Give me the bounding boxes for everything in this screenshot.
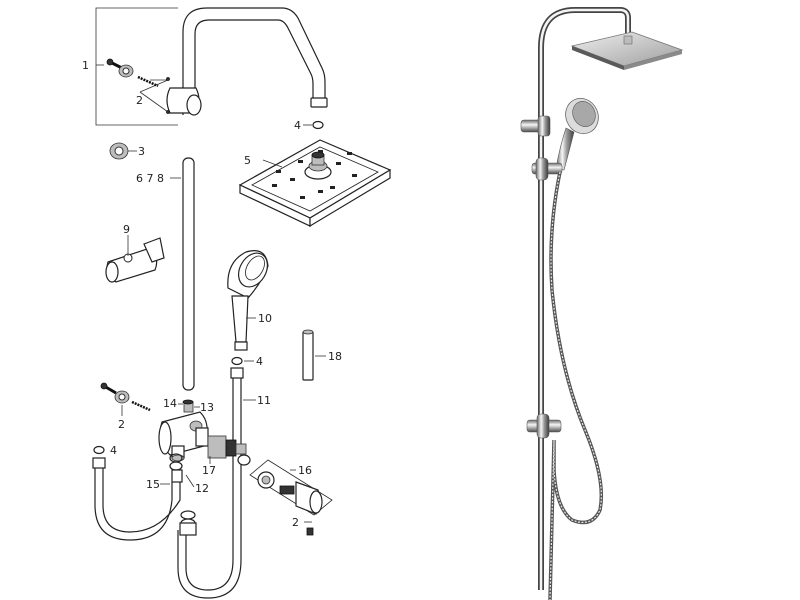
part-10-hand-shower [227,250,269,351]
label-4-left: 4 [110,444,117,457]
label-2-top: 2 [136,94,143,107]
part-678-shower-rod [170,157,195,391]
product-wall-bracket-top [520,115,551,137]
label-17: 17 [202,464,216,477]
label-4-top: 4 [294,119,301,132]
label-4-mid: 4 [256,355,263,368]
label-5: 5 [244,154,251,167]
label-678: 6 7 8 [136,172,164,185]
product-bottom-bracket [526,413,562,439]
part-13-14-connector [178,399,200,413]
label-2-bottom: 2 [292,516,299,529]
product-hose [548,171,604,600]
part-11-hose [177,367,256,599]
part-3-ring [109,142,137,160]
part-4-oring-mid [231,356,254,366]
label-13: 13 [200,401,214,414]
label-11: 11 [257,394,271,407]
label-9: 9 [123,223,130,236]
part-18-extension [302,329,326,381]
part-4-oring-top [303,120,324,130]
label-18: 18 [328,350,342,363]
part-2-screw-anchor-top [106,58,159,88]
riser-pipe-end [310,97,328,108]
label-1: 1 [82,59,89,72]
label-2-mid: 2 [118,418,125,431]
part-labels: 1 2 2 2 3 4 4 4 5 6 7 8 9 10 11 12 13 14… [82,59,342,529]
label-10: 10 [258,312,272,325]
part-2-screw-anchor-mid [100,382,151,416]
label-16: 16 [298,464,312,477]
product-slider [531,157,563,181]
part-4-oring-left-hose [92,445,181,541]
product-hand-shower [555,97,599,171]
label-15: 15 [146,478,160,491]
label-12: 12 [195,482,209,495]
part-5-overhead-shower [238,139,392,228]
diverter-body [158,411,209,462]
part-1-bracket-frame [95,7,178,126]
part-12-15-seals-hose [160,453,197,536]
label-14: 14 [163,397,177,410]
label-3: 3 [138,145,145,158]
part-2-small-screw-bottom [304,521,314,536]
part-9-slider [105,235,165,283]
part-1-riser-pipe [139,7,328,116]
product-overhead-head [570,31,684,70]
part-17-cartridge [207,435,251,466]
product-render [520,7,684,600]
part-16-handle [249,459,333,516]
